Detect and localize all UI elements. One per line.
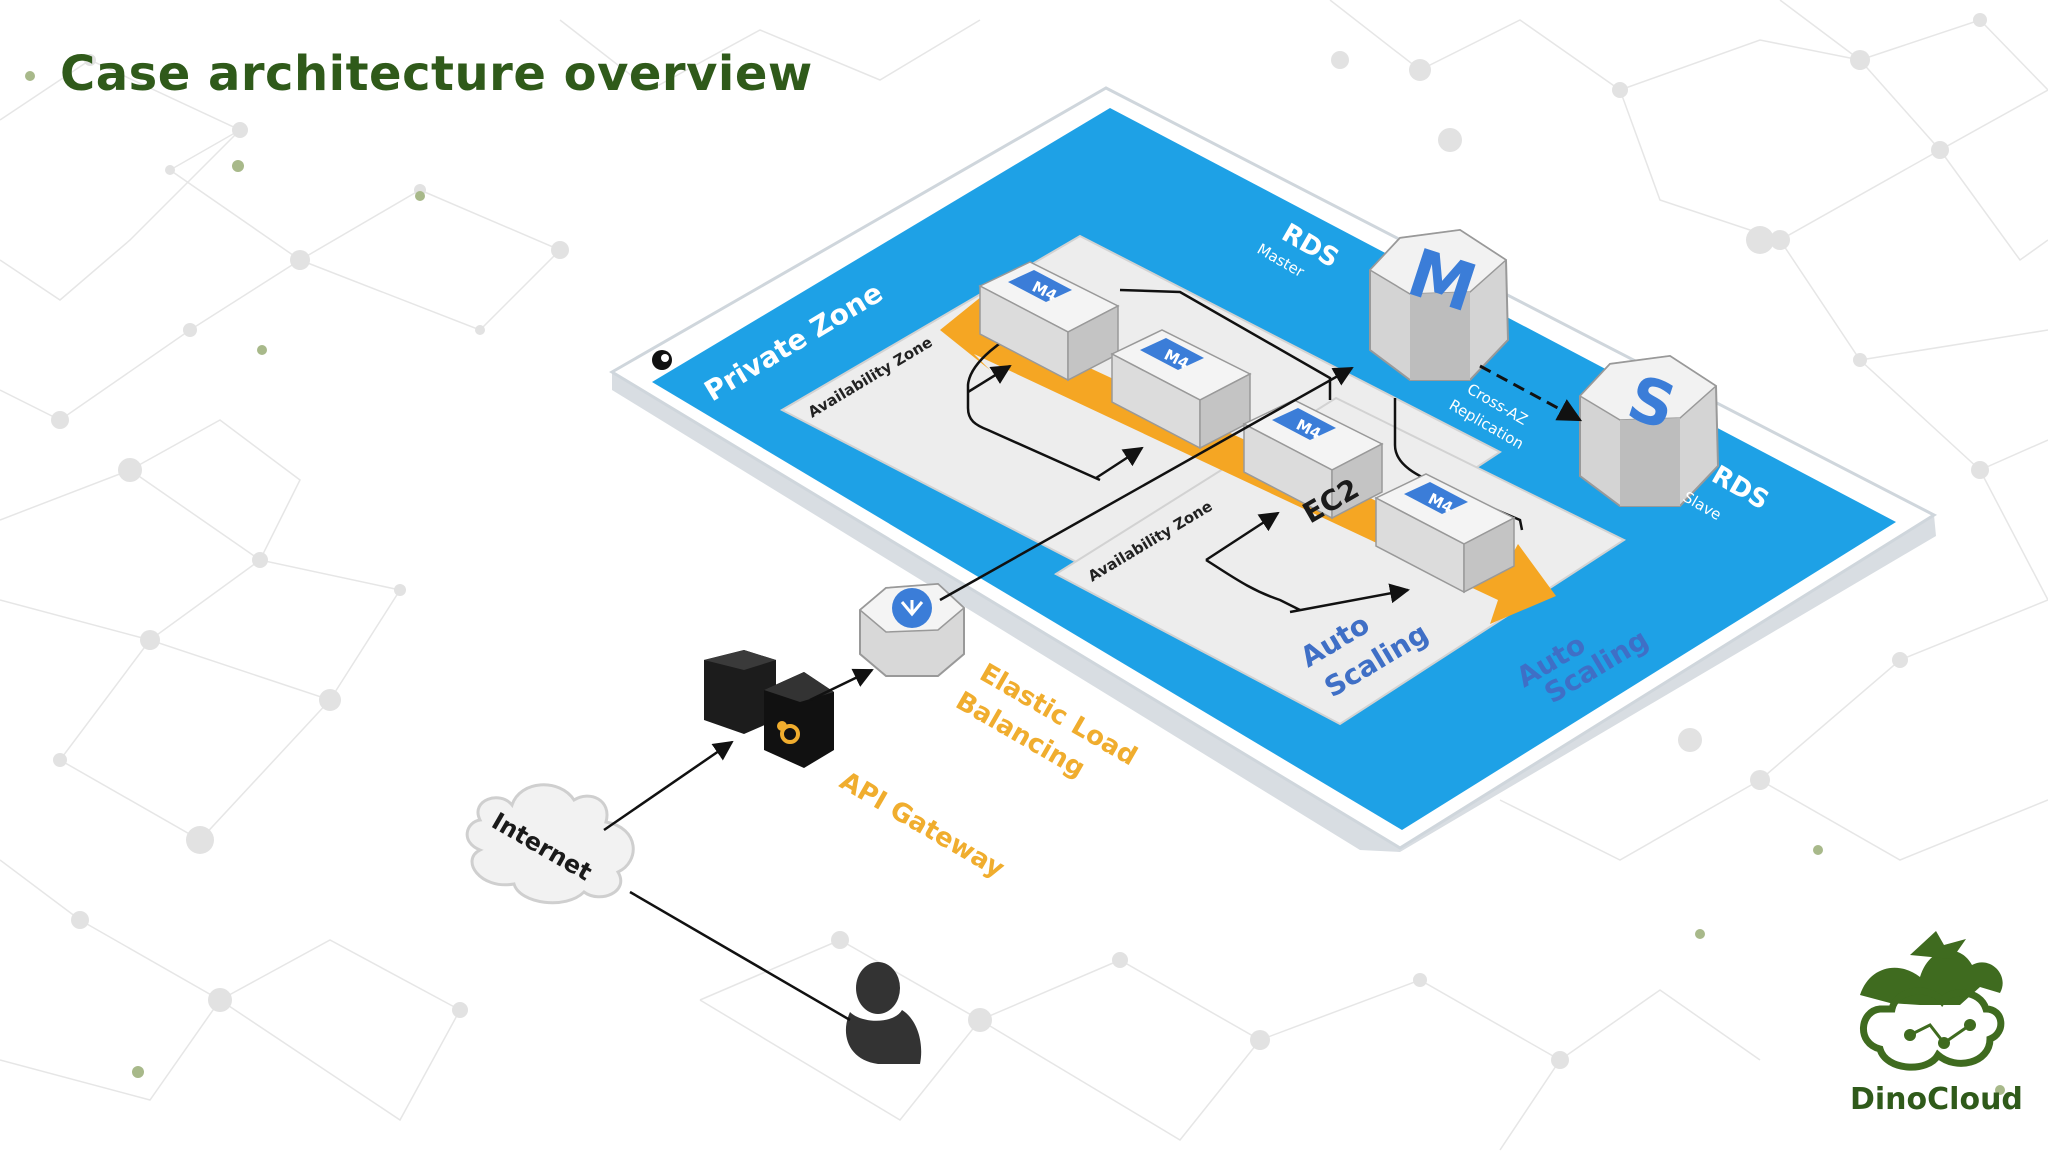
dinocloud-logo — [1860, 931, 2005, 1071]
api-gateway-label: API Gateway — [835, 766, 1010, 884]
private-zone-icon-inner — [661, 354, 669, 362]
rds-slave-node — [1578, 354, 1720, 507]
logo-text: DinoCloud — [1850, 1082, 2023, 1117]
internet-cloud — [465, 783, 635, 905]
ec2-instance-1 — [978, 261, 1120, 382]
slide-title: Case architecture overview — [60, 46, 813, 102]
ec2-instance-2 — [1110, 329, 1252, 450]
api-gateway-node — [704, 650, 834, 768]
rds-master-node — [1368, 228, 1510, 381]
elb-node — [858, 582, 966, 677]
ec2-instance-3 — [1242, 399, 1384, 520]
user-icon — [845, 962, 922, 1064]
ec2-instance-4 — [1374, 473, 1516, 594]
